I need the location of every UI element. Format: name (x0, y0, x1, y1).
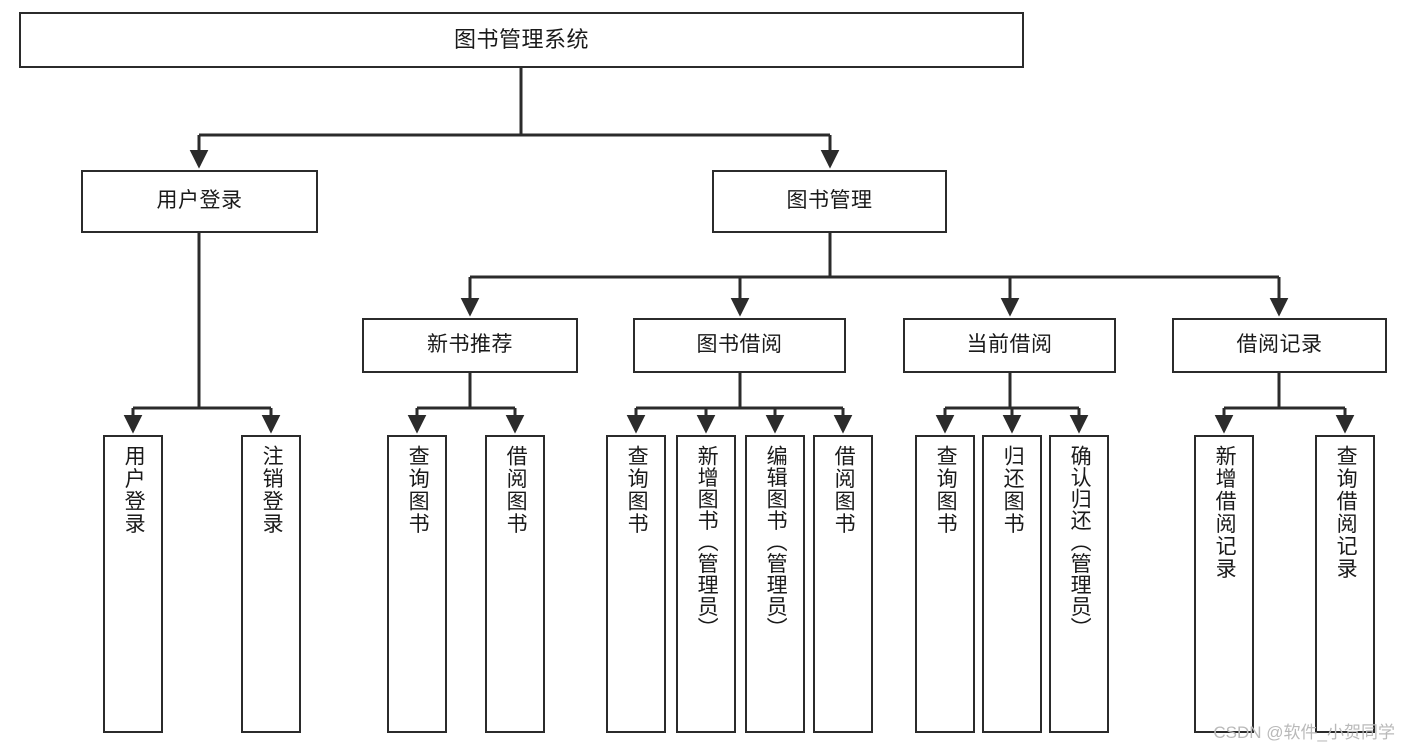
node-current-borrow[interactable]: 当前借阅 (903, 318, 1116, 373)
leaf-borrow-edit-book-admin[interactable]: 编辑图书（管理员） (745, 435, 805, 733)
node-label: 确认归还（管理员） (1068, 445, 1092, 639)
leaf-new-book-borrow[interactable]: 借阅图书 (485, 435, 545, 733)
node-label: 图书管理 (786, 189, 873, 213)
node-user-login[interactable]: 用户登录 (81, 170, 318, 233)
node-label: 新增借阅记录 (1213, 445, 1237, 580)
node-label: 新书推荐 (427, 333, 513, 357)
node-label: 注销登录 (260, 445, 284, 535)
node-new-book-recommend[interactable]: 新书推荐 (362, 318, 578, 373)
node-label: 借阅记录 (1236, 333, 1323, 357)
node-label: 借阅图书 (832, 445, 856, 535)
leaf-new-book-query[interactable]: 查询图书 (387, 435, 447, 733)
node-label: 用户登录 (122, 445, 146, 535)
node-label: 查询图书 (934, 445, 958, 535)
leaf-record-query-record[interactable]: 查询借阅记录 (1315, 435, 1375, 733)
node-book-borrow[interactable]: 图书借阅 (633, 318, 846, 373)
leaf-borrow-add-book-admin[interactable]: 新增图书（管理员） (676, 435, 736, 733)
node-root-system[interactable]: 图书管理系统 (19, 12, 1024, 68)
watermark-text: CSDN @软件_小贺同学 (1213, 723, 1395, 742)
node-label: 借阅图书 (504, 445, 528, 535)
node-label: 图书管理系统 (453, 27, 589, 53)
leaf-borrow-query-book[interactable]: 查询图书 (606, 435, 666, 733)
leaf-current-query-book[interactable]: 查询图书 (915, 435, 975, 733)
node-label: 编辑图书（管理员） (764, 445, 788, 639)
node-label: 查询图书 (625, 445, 649, 535)
leaf-record-add-record[interactable]: 新增借阅记录 (1194, 435, 1254, 733)
node-book-management[interactable]: 图书管理 (712, 170, 947, 233)
node-borrow-record[interactable]: 借阅记录 (1172, 318, 1387, 373)
node-label: 归还图书 (1001, 445, 1025, 535)
leaf-borrow-borrow-book[interactable]: 借阅图书 (813, 435, 873, 733)
leaf-user-login-login[interactable]: 用户登录 (103, 435, 163, 733)
node-label: 查询图书 (406, 445, 430, 535)
node-label: 图书借阅 (696, 333, 783, 357)
leaf-user-login-logout[interactable]: 注销登录 (241, 435, 301, 733)
node-label: 新增图书（管理员） (695, 445, 719, 639)
node-label: 用户登录 (156, 189, 243, 213)
leaf-current-return-book[interactable]: 归还图书 (982, 435, 1042, 733)
node-label: 当前借阅 (966, 333, 1053, 357)
leaf-current-confirm-return-admin[interactable]: 确认归还（管理员） (1049, 435, 1109, 733)
node-label: 查询借阅记录 (1334, 445, 1358, 580)
